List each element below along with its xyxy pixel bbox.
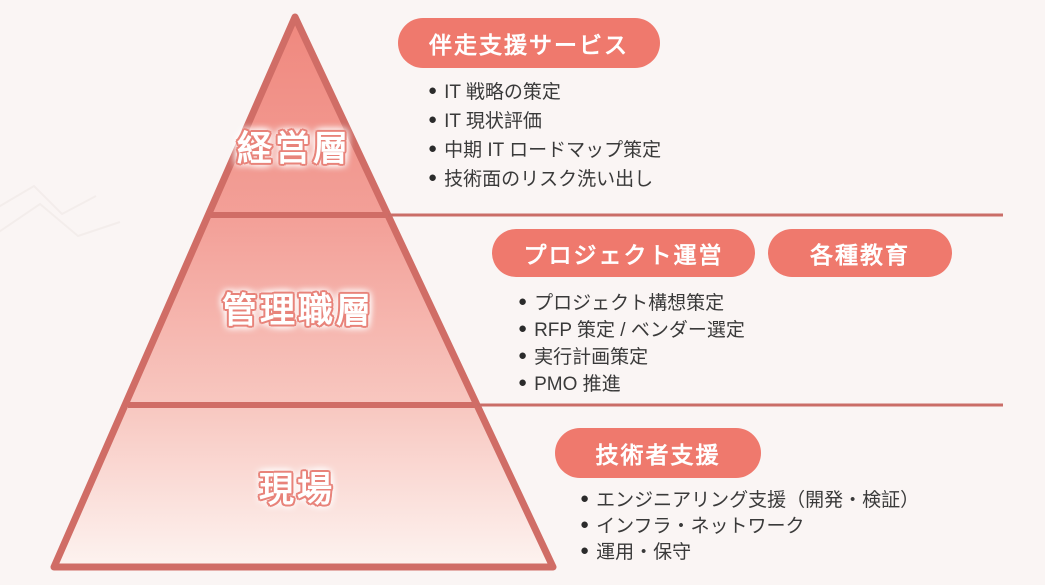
bullet-icon: ●	[518, 293, 528, 310]
background-watermark	[0, 184, 121, 238]
list-item: ● 技術面のリスク洗い出し	[428, 163, 661, 192]
layer-label-field: 現場	[258, 470, 336, 510]
layer-label-executive: 経営層	[236, 129, 352, 169]
bullet-icon: ●	[580, 541, 590, 559]
list-item-label: インフラ・ネットワーク	[596, 515, 805, 537]
list-item: ● IT 現状評価	[428, 105, 661, 134]
bullet-icon: ●	[580, 489, 590, 507]
list-item-label: RFP 策定 / ベンダー選定	[534, 320, 745, 341]
list-item-label: PMO 推進	[534, 374, 621, 395]
list-item: ● PMO 推進	[518, 369, 745, 396]
list-item-label: 技術面のリスク洗い出し	[444, 169, 654, 190]
service-list-field: ● エンジニアリング支援（開発・検証） ● インフラ・ネットワーク ● 運用・保…	[580, 485, 919, 563]
bullet-icon: ●	[518, 374, 528, 391]
list-item-label: IT 現状評価	[444, 111, 542, 132]
service-list-executive: ● IT 戦略の策定 ● IT 現状評価 ● 中期 IT ロードマップ策定 ● …	[428, 76, 661, 192]
list-item-label: 実行計画策定	[534, 347, 649, 368]
bullet-icon: ●	[518, 347, 528, 364]
list-item-label: IT 戦略の策定	[444, 82, 561, 103]
list-item: ● 実行計画策定	[518, 342, 745, 369]
bullet-icon: ●	[580, 515, 590, 533]
list-item: ● プロジェクト構想策定	[518, 288, 745, 315]
bullet-icon: ●	[428, 140, 438, 157]
list-item-label: エンジニアリング支援（開発・検証）	[596, 489, 920, 511]
list-item: ● IT 戦略の策定	[428, 76, 661, 105]
list-item: ● 運用・保守	[580, 537, 919, 563]
service-list-management: ● プロジェクト構想策定 ● RFP 策定 / ベンダー選定 ● 実行計画策定 …	[518, 288, 745, 396]
pyramid-shape	[50, 13, 557, 571]
bullet-icon: ●	[518, 320, 528, 337]
list-item: ● 中期 IT ロードマップ策定	[428, 134, 661, 163]
list-item-label: 中期 IT ロードマップ策定	[444, 140, 662, 161]
pill-engineer-support: 技術者支援	[555, 428, 761, 478]
list-item: ● インフラ・ネットワーク	[580, 511, 919, 537]
pill-training: 各種教育	[768, 229, 952, 277]
bullet-icon: ●	[428, 82, 438, 99]
list-item: ● エンジニアリング支援（開発・検証）	[580, 485, 919, 511]
layer-label-management: 管理職層	[221, 291, 375, 331]
bullet-icon: ●	[428, 169, 438, 186]
list-item-label: 運用・保守	[596, 541, 692, 563]
list-item-label: プロジェクト構想策定	[534, 293, 725, 314]
list-item: ● RFP 策定 / ベンダー選定	[518, 315, 745, 342]
bullet-icon: ●	[428, 111, 438, 128]
pill-project-management: プロジェクト運営	[492, 229, 755, 277]
pill-accompanying-support-service: 伴走支援サービス	[398, 18, 660, 68]
